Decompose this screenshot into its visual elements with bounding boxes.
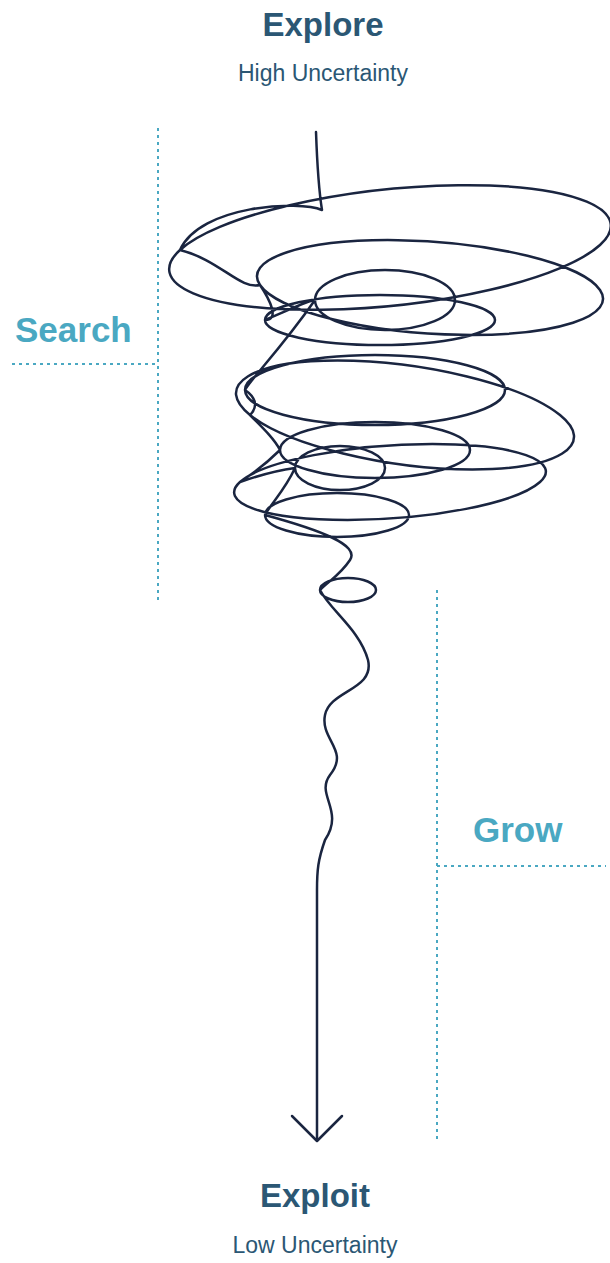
phase-label: Grow [473, 810, 562, 850]
stage-title: Explore [262, 6, 383, 44]
search-leader [12, 363, 158, 365]
tangled-path [169, 132, 610, 1140]
search-bracket [157, 128, 159, 600]
stage-title: Exploit [260, 1177, 370, 1215]
grow-leader [437, 865, 606, 867]
arrowhead [292, 1116, 342, 1141]
phase-label: Search [15, 310, 132, 350]
stage-subtitle: Low Uncertainty [233, 1232, 398, 1258]
stage-subtitle: High Uncertainty [238, 60, 408, 86]
